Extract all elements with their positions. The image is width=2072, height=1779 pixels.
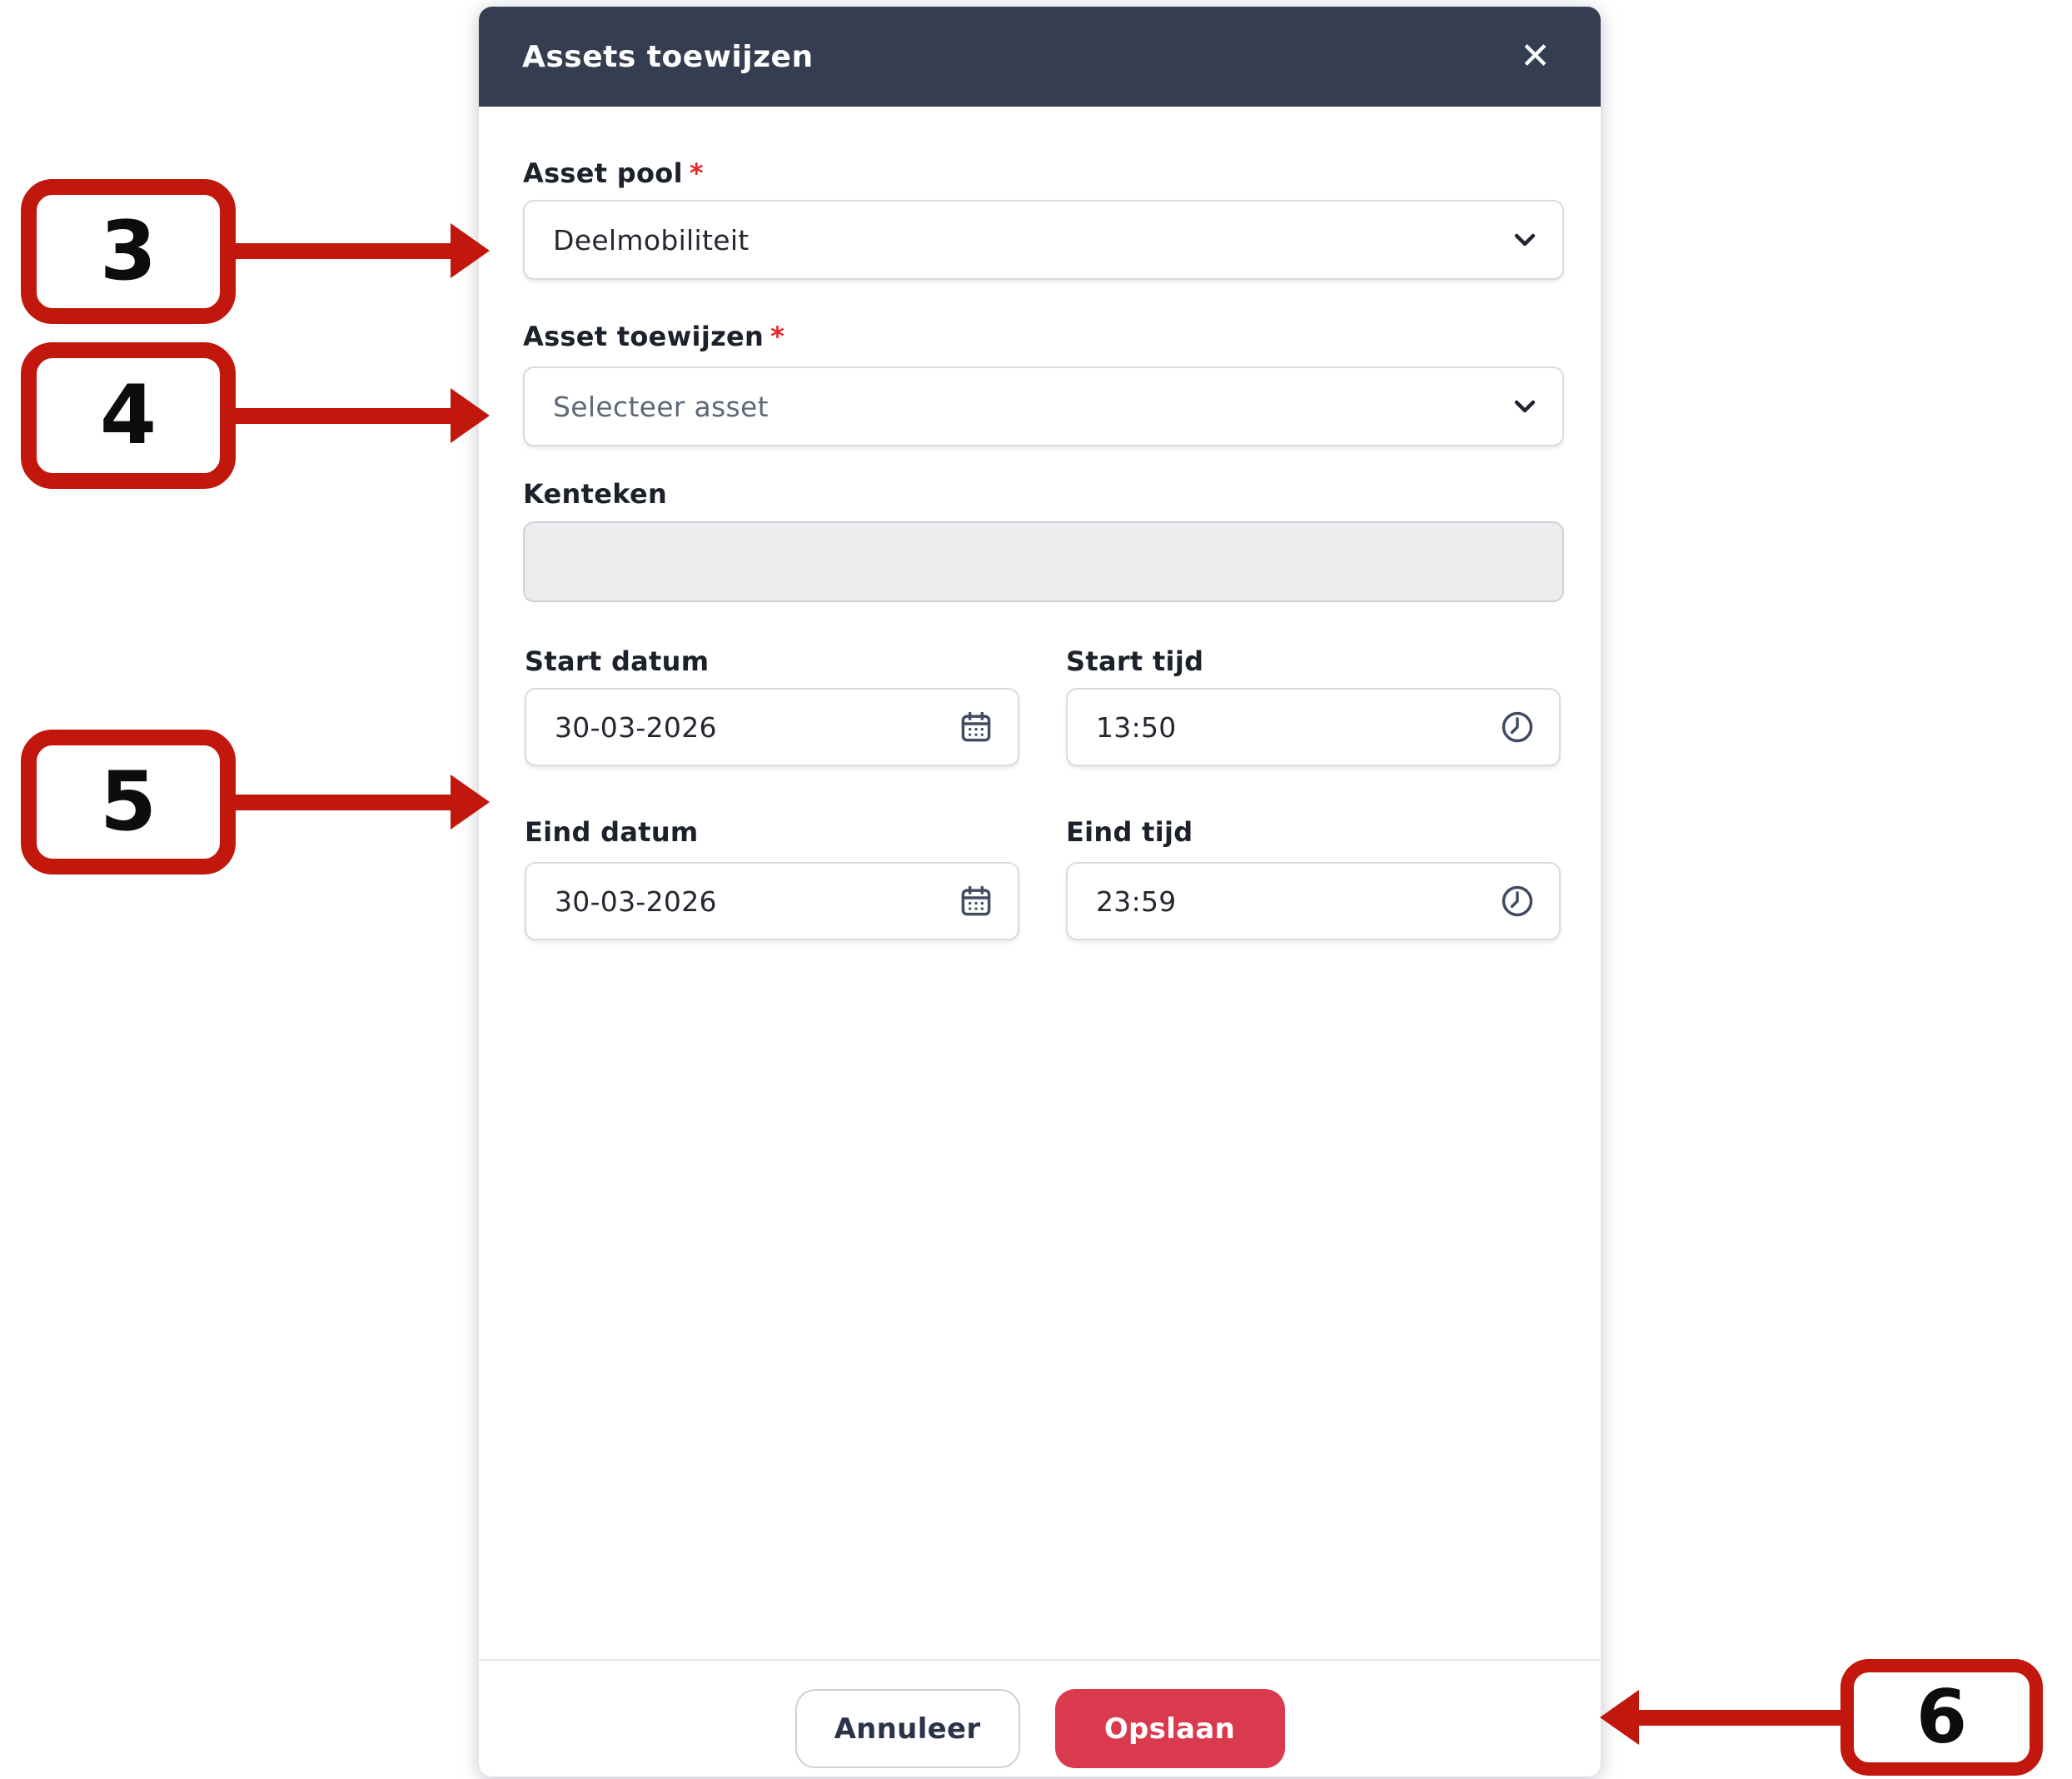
callout-4-arrow bbox=[233, 408, 451, 424]
start-tijd-field[interactable]: 13:50 bbox=[1066, 688, 1561, 766]
callout-6-arrow bbox=[1637, 1710, 1842, 1726]
save-button[interactable]: Opslaan bbox=[1054, 1689, 1285, 1768]
kenteken-label: Kenteken bbox=[523, 478, 668, 510]
callout-3-arrow bbox=[233, 243, 451, 259]
callout-6: 6 bbox=[1840, 1659, 2043, 1776]
eind-datum-label: Eind datum bbox=[525, 816, 699, 848]
close-icon[interactable]: ✕ bbox=[1520, 35, 1551, 77]
modal-title: Assets toewijzen bbox=[522, 39, 814, 74]
eind-tijd-field[interactable]: 23:59 bbox=[1066, 862, 1561, 940]
clock-icon bbox=[1499, 883, 1536, 919]
callout-5: 5 bbox=[21, 730, 236, 875]
eind-tijd-label: Eind tijd bbox=[1066, 816, 1193, 848]
callout-5-number: 5 bbox=[99, 755, 157, 850]
callout-4-arrowhead-icon bbox=[451, 388, 490, 443]
modal-footer: Annuleer Opslaan bbox=[479, 1689, 1601, 1768]
asset-select[interactable]: Selecteer asset bbox=[523, 366, 1564, 446]
kenteken-field bbox=[523, 521, 1564, 602]
asset-select-placeholder: Selecteer asset bbox=[553, 390, 769, 423]
required-asterisk: * bbox=[770, 321, 785, 352]
eind-datum-field[interactable]: 30-03-2026 bbox=[525, 862, 1019, 940]
callout-4: 4 bbox=[21, 342, 236, 489]
required-asterisk: * bbox=[689, 157, 704, 189]
eind-tijd-value: 23:59 bbox=[1096, 885, 1177, 918]
cancel-button[interactable]: Annuleer bbox=[794, 1689, 1020, 1768]
calendar-icon bbox=[958, 883, 994, 919]
asset-pool-label: Asset pool* bbox=[523, 157, 704, 189]
assign-assets-modal: Assets toewijzen ✕ Asset pool* Deelmobil… bbox=[479, 7, 1601, 1777]
callout-3: 3 bbox=[21, 179, 236, 324]
callout-5-arrow bbox=[233, 795, 451, 810]
calendar-icon bbox=[958, 709, 994, 745]
chevron-down-icon bbox=[1511, 226, 1539, 254]
start-tijd-label: Start tijd bbox=[1066, 645, 1204, 677]
callout-4-number: 4 bbox=[99, 368, 157, 463]
callout-6-number: 6 bbox=[1915, 1674, 1968, 1760]
callout-5-arrowhead-icon bbox=[451, 775, 490, 830]
start-datum-field[interactable]: 30-03-2026 bbox=[525, 688, 1019, 766]
start-tijd-value: 13:50 bbox=[1096, 710, 1177, 744]
chevron-down-icon bbox=[1511, 392, 1539, 421]
callout-3-number: 3 bbox=[99, 204, 157, 299]
asset-pool-value: Deelmobiliteit bbox=[553, 223, 750, 257]
clock-icon bbox=[1499, 709, 1536, 745]
start-datum-value: 30-03-2026 bbox=[555, 710, 717, 744]
asset-pool-select[interactable]: Deelmobiliteit bbox=[523, 200, 1564, 280]
footer-divider bbox=[479, 1659, 1601, 1661]
callout-3-arrowhead-icon bbox=[451, 223, 490, 278]
eind-datum-value: 30-03-2026 bbox=[555, 885, 717, 918]
modal-header: Assets toewijzen ✕ bbox=[479, 7, 1601, 107]
asset-select-label: Asset toewijzen* bbox=[523, 321, 785, 352]
callout-6-arrowhead-icon bbox=[1600, 1690, 1639, 1745]
start-datum-label: Start datum bbox=[525, 645, 710, 677]
